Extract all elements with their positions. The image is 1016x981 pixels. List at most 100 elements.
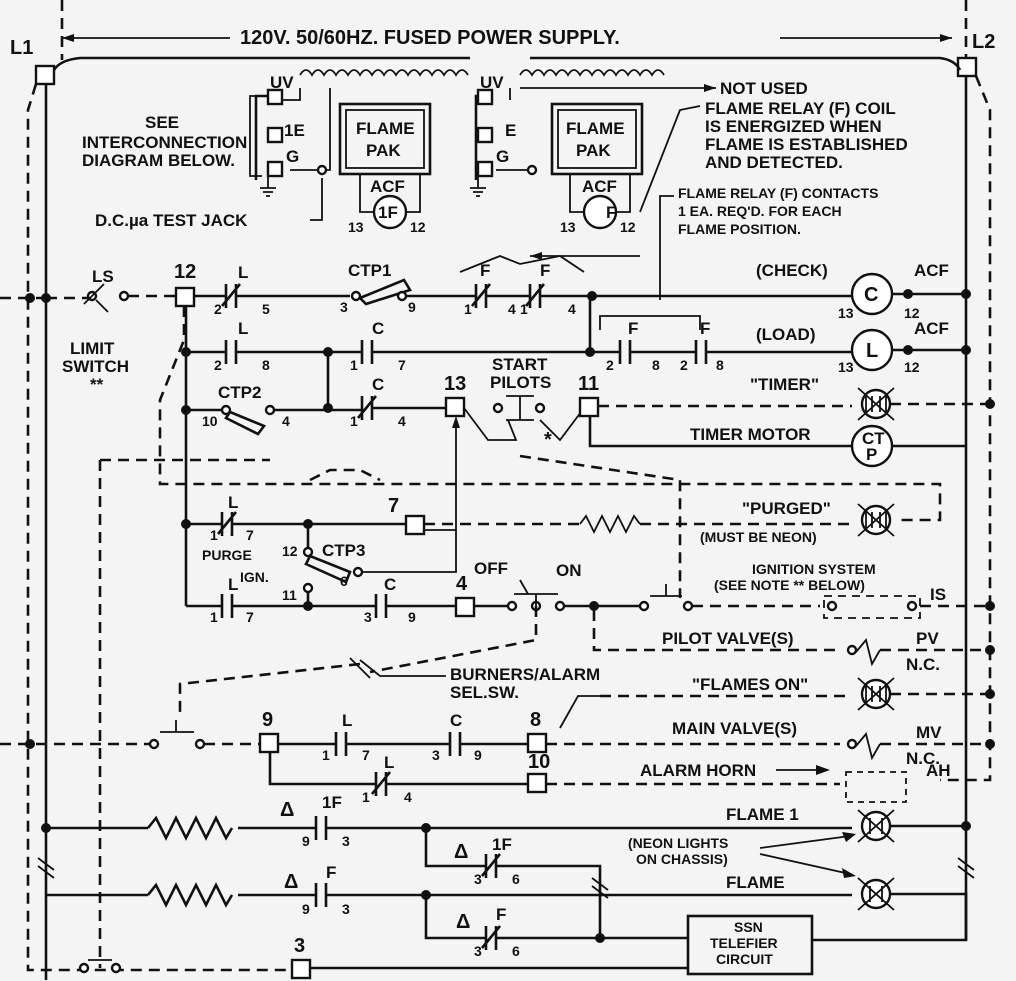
e-label: E [505,121,516,140]
coil-c-p12: 12 [904,305,920,321]
rung-purged: L 1 7 PURGE 7 "PURGED" (MUST BE NEON) [181,493,895,563]
ign-l-p7: 7 [246,609,254,625]
limit-line3: ** [90,375,104,394]
ssn-line2: TELEFIER [710,935,778,951]
rung-timer: CTP2 10 4 C 1 4 13 START PILOTS * 11 "TI… [181,355,995,468]
g-label-left: G [286,147,299,166]
limit-line2: SWITCH [62,357,129,376]
see-line3: DIAGRAM BELOW. [82,151,235,170]
branch-f-label: F [496,905,506,924]
mv-l-p1: 1 [322,747,330,763]
ign-c-p9: 9 [408,609,416,625]
is-label: IS [930,585,946,604]
check-f1-p4: 4 [508,301,516,317]
branch-1f-label: 1F [492,835,512,854]
left-pin13: 13 [348,219,364,235]
terminal-7 [404,514,426,536]
neon-line1: (NEON LIGHTS [628,835,728,851]
flame-pak-right-line2: PAK [576,141,611,160]
mv-c-p9: 9 [474,747,482,763]
branch-f-p3: 3 [474,943,482,959]
test-jack-label: D.C.µa TEST JACK [95,211,248,230]
flame-pak-right: UV E G FLAME PAK ACF F 13 12 [470,73,644,235]
branch-1f-p3: 3 [474,871,482,887]
pv-nc-label: N.C. [906,655,940,674]
check-l-p5: 5 [262,301,270,317]
ssn-telefier-box [686,914,814,976]
check-f2-p1: 1 [520,301,528,317]
ignition-line1: IGNITION SYSTEM [752,561,876,577]
check-l-label: L [238,263,248,282]
check-f1-p1: 1 [464,301,472,317]
ctp3-p11: 11 [282,587,297,603]
uv-label-right: UV [480,73,504,92]
terminal-7-label: 7 [388,495,399,517]
timer-c-label: C [372,375,384,394]
purge-l-p7: 7 [246,527,254,543]
ah-l-label: L [384,753,394,772]
power-supply-banner: 120V. 50/60HZ. FUSED POWER SUPPLY. [60,0,968,60]
timer-motor-label: TIMER MOTOR [690,425,811,444]
flame-p9: 9 [302,901,310,917]
branch-f-nc: Δ F 3 6 SSN TELEFIER CIRCUIT 3 [290,895,814,980]
coil-note-1: FLAME RELAY (F) COIL [705,99,896,118]
l1-label: L1 [10,37,33,59]
l1-terminal [34,64,56,86]
timer-c-p1: 1 [350,413,358,429]
ah-l-p4: 4 [404,789,412,805]
load-acf: ACF [914,319,949,338]
purge-label: PURGE [202,547,252,563]
see-line2: INTERCONNECTION [82,133,247,152]
load-f2-label: F [700,319,710,338]
load-c-p1: 1 [350,357,358,373]
1e-label: 1E [284,121,305,140]
ctp3-label: CTP3 [322,541,365,560]
ign-c-p3: 3 [364,609,372,625]
ctp1-p9: 9 [408,299,416,315]
relay-f-label: F [606,203,616,222]
flame-pak-right-line1: FLAME [566,119,625,138]
load-l-label: L [238,319,248,338]
flame-label: FLAME [726,873,785,892]
ign-l-label: L [228,575,238,594]
ctp3-switch: CTP3 12 6 11 IGN. [240,524,457,606]
check-label: (CHECK) [756,261,828,280]
terminal-11 [578,396,600,418]
terminal-10-label: 10 [528,751,550,773]
ignition-line2: (SEE NOTE ** BELOW) [714,577,865,593]
mv-c-label: C [450,711,462,730]
rung-main-valves: 9 L 1 7 C 3 9 8 MAIN VALVE(S) MV N.C. [0,709,995,768]
flame-delta: Δ [284,871,298,893]
terminal-9-label: 9 [262,709,273,731]
load-f2-p8: 8 [716,357,724,373]
start-label: START [492,355,548,374]
must-be-neon-label: (MUST BE NEON) [700,529,817,545]
terminal-3 [290,958,312,980]
rung-flames-on: "FLAMES ON" [559,675,995,729]
terminal-10 [526,772,548,794]
load-f1-p8: 8 [652,357,660,373]
on-label: ON [556,561,582,580]
alarm-horn-symbol [845,771,907,803]
contacts-note-1: FLAME RELAY (F) CONTACTS [678,185,878,201]
coil-note-3: FLAME IS ESTABLISHED [705,135,908,154]
coil-l-label: L [866,340,878,362]
ctp3-p6: 6 [340,573,348,589]
burners-alarm-line1: BURNERS/ALARM [450,665,600,684]
mv-label: MV [916,723,942,742]
acf-left: ACF [370,177,405,196]
acf-right: ACF [582,177,617,196]
branch-1f-delta: Δ [454,841,468,863]
load-c-label: C [372,319,384,338]
check-f2-label: F [540,261,550,280]
rung-check: LS LIMIT SWITCH ** 12 L 2 5 CTP1 3 9 F F… [0,261,971,522]
contacts-note-2: 1 EA. REQ'D. FOR EACH [678,203,842,219]
limit-line1: LIMIT [70,339,115,358]
flame-pak-left-line1: FLAME [356,119,415,138]
asterisk: * [544,429,552,451]
mv-nc-label: N.C. [906,749,940,768]
flame1-contact-label: 1F [322,793,342,812]
uv-label-left: UV [270,73,294,92]
flames-on-label: "FLAMES ON" [692,675,808,694]
load-l-p8: 8 [262,357,270,373]
